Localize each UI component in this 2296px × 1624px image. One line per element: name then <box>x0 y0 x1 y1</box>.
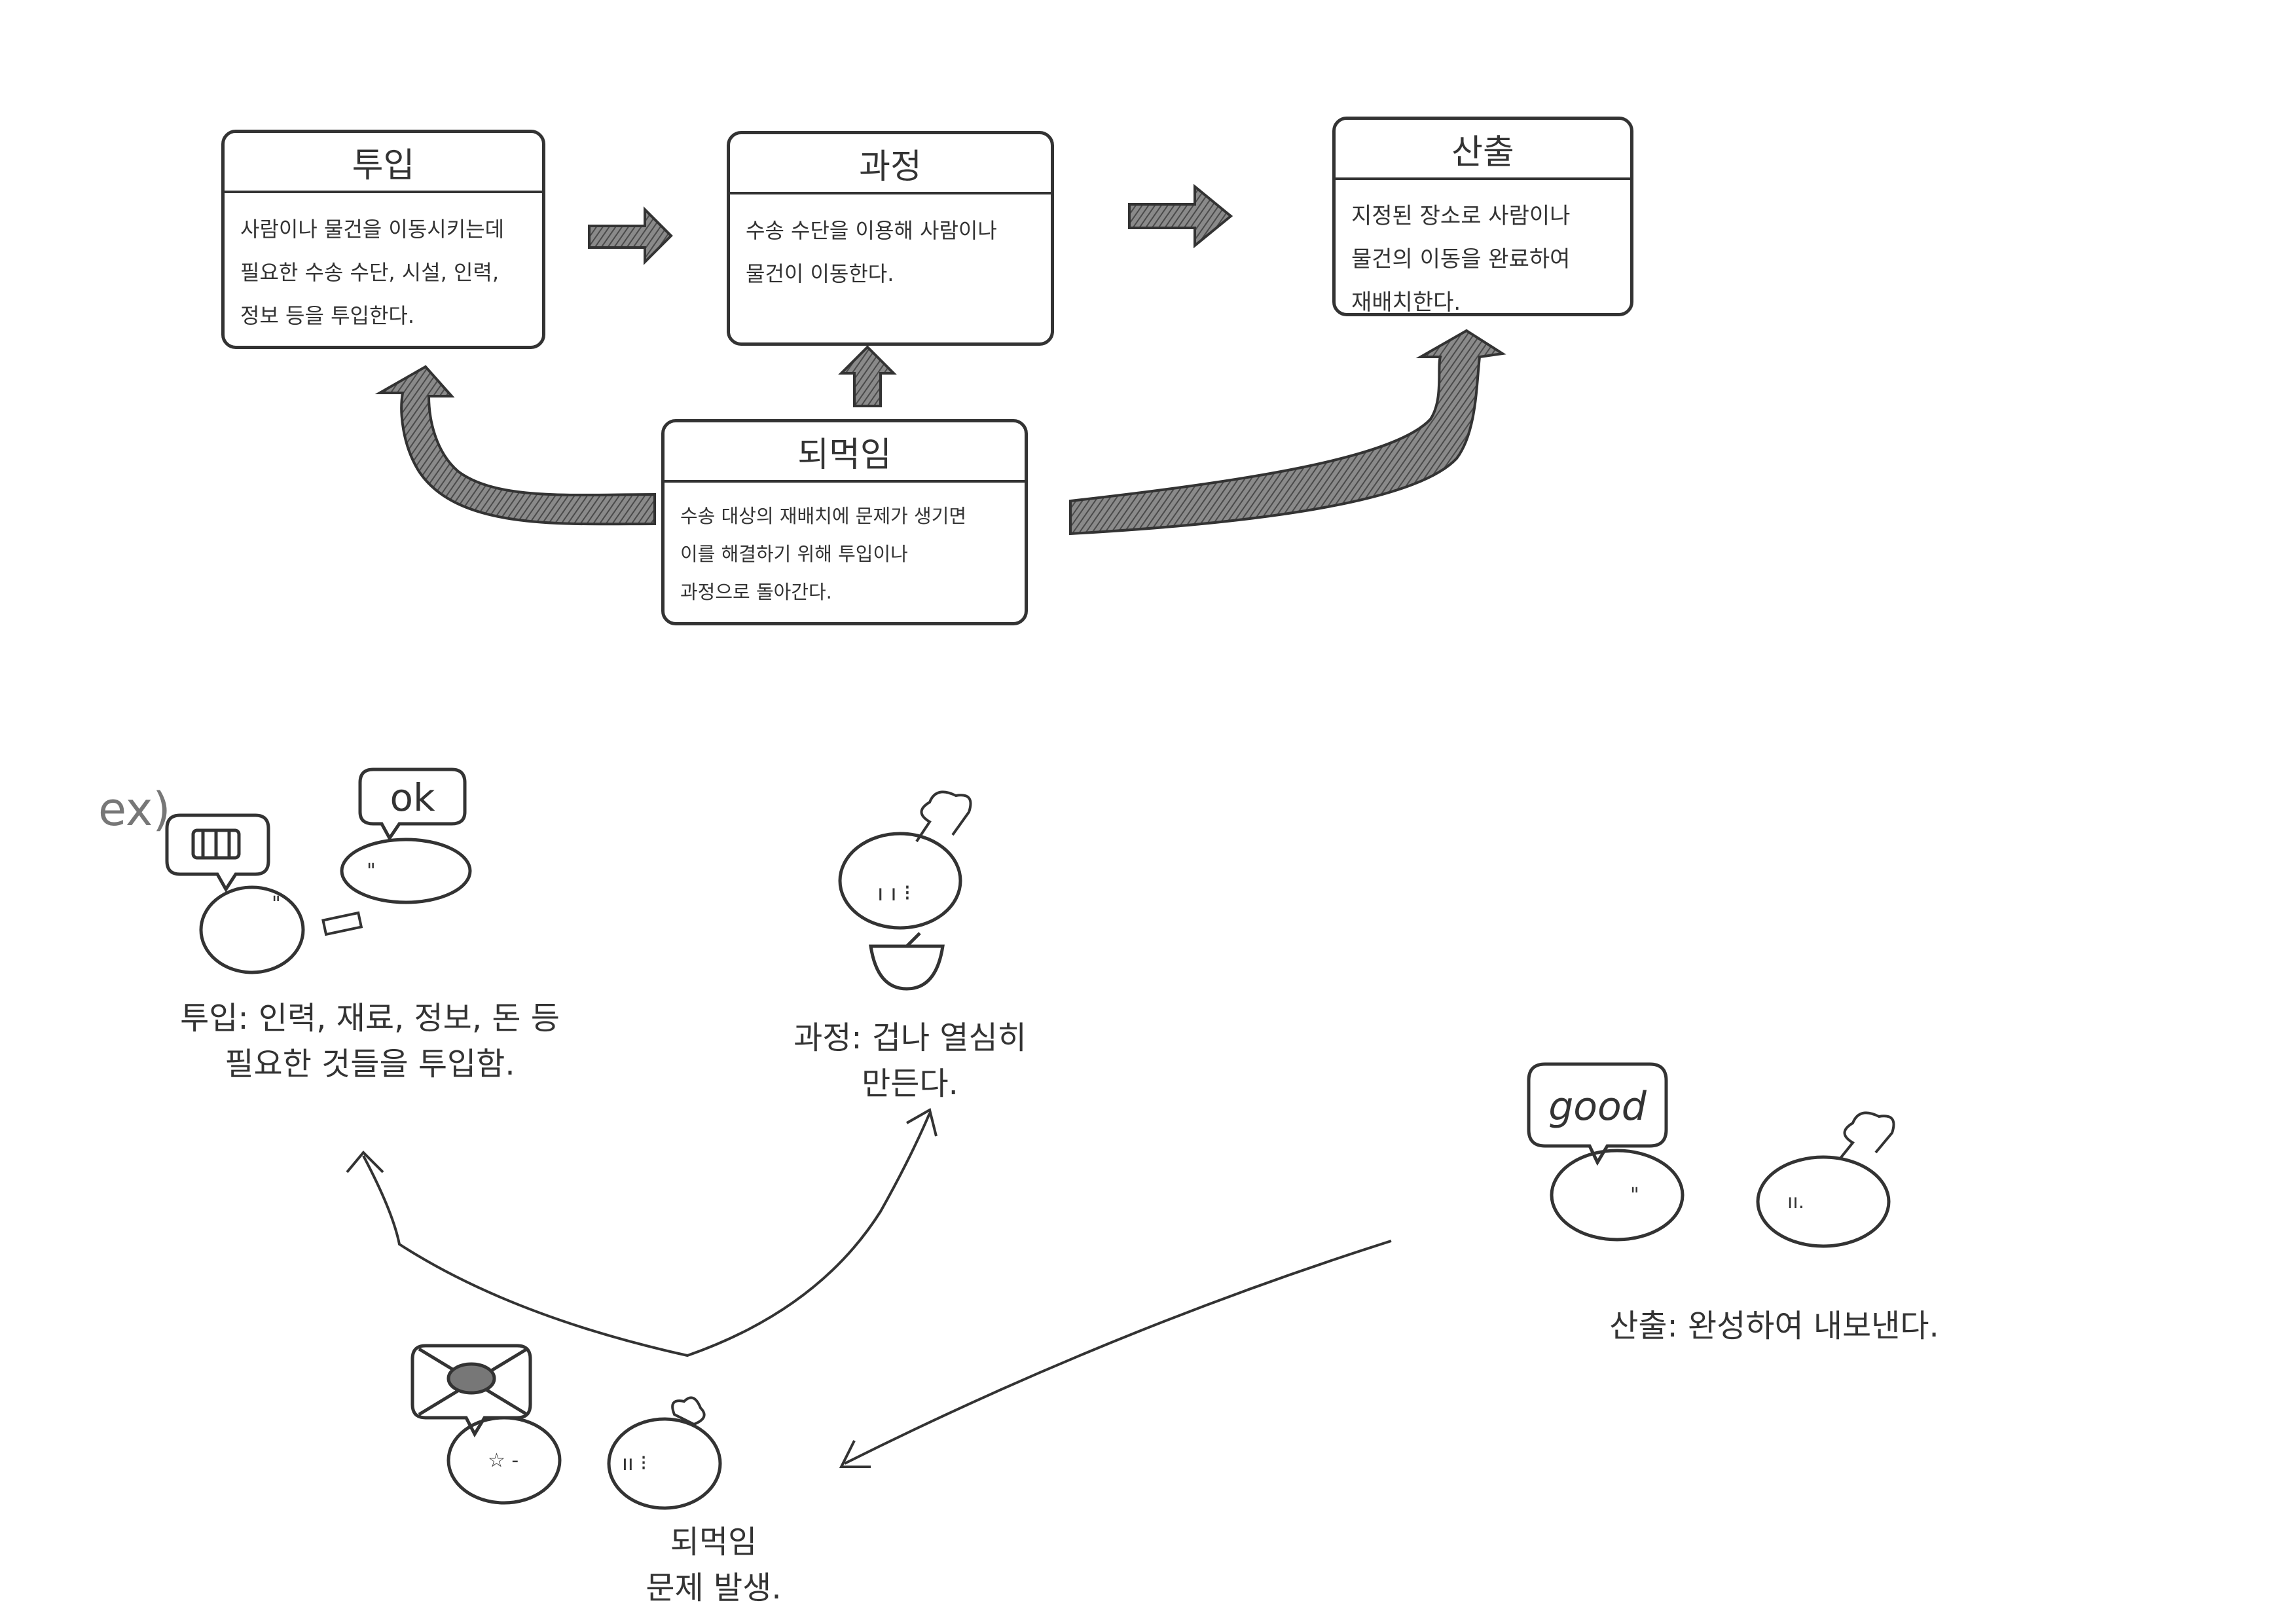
good-bubble-text: good <box>1548 1084 1647 1130</box>
input-caption: 투입: 인력, 재료, 정보, 돈 등 필요한 것들을 투입함. <box>180 1000 560 1082</box>
blob-character <box>607 1417 722 1510</box>
example-label: ex) <box>98 783 171 836</box>
line-arrow-feedback-branches <box>362 1113 931 1357</box>
output-box: 산출 지정된 장소로 사람이나 물건의 이동을 완료하여 재배치한다. <box>1332 117 1633 316</box>
arrow-feedback-to-input <box>374 365 656 526</box>
process-box-title: 과정 <box>730 134 1051 194</box>
output-caption: 산출: 완성하여 내보낸다. <box>1609 1308 1939 1344</box>
output-box-body: 지정된 장소로 사람이나 물건의 이동을 완료하여 재배치한다. <box>1351 203 1571 316</box>
output-box-title: 산출 <box>1336 120 1630 180</box>
arrow-feedback-to-process <box>838 345 897 407</box>
process-box-body: 수송 수단을 이용해 사람이나 물건이 이동한다. <box>746 218 997 286</box>
svg-text:": " <box>272 893 281 915</box>
bread-bubble-icon <box>165 813 270 893</box>
svg-text:ı ı ⁝: ı ı ⁝ <box>877 880 911 906</box>
feedback-caption: 되먹임 문제 발생. <box>646 1524 782 1606</box>
blob-character <box>446 1416 562 1505</box>
good-bubble <box>1527 1062 1668 1166</box>
feedback-box: 되먹임 수송 대상의 재배치에 문제가 생기면 이를 해결하기 위해 투입이나 … <box>661 419 1028 625</box>
feedback-box-title: 되먹임 <box>665 422 1025 483</box>
arrow-feedback-to-output <box>1069 329 1506 536</box>
bowl-icon <box>869 944 945 991</box>
feedback-box-body: 수송 대상의 재배치에 문제가 생기면 이를 해결하기 위해 투입이나 과정으로… <box>680 505 967 603</box>
line-arrow-output-to-feedback <box>844 1240 1392 1465</box>
chef-hat-icon <box>915 790 972 843</box>
arrow-input-to-process <box>588 206 673 265</box>
ok-bubble-text: ok <box>390 775 435 820</box>
input-box-body: 사람이나 물건을 이동시키는데 필요한 수송 수단, 시설, 인력, 정보 등을… <box>240 217 505 328</box>
process-caption: 과정: 겁나 열심히 만든다. <box>793 1020 1027 1102</box>
svg-text:ıı.: ıı. <box>1787 1190 1804 1213</box>
input-box-title: 투입 <box>225 133 542 193</box>
blob-character <box>1756 1155 1891 1248</box>
blob-character <box>1550 1149 1685 1242</box>
bandage-icon <box>671 1396 706 1426</box>
svg-text:ıı ⁝: ıı ⁝ <box>622 1450 647 1475</box>
input-box: 투입 사람이나 물건을 이동시키는데 필요한 수송 수단, 시설, 인력, 정보… <box>221 130 545 349</box>
svg-text:": " <box>1630 1184 1639 1207</box>
chef-hat-icon <box>1838 1111 1895 1160</box>
process-box: 과정 수송 수단을 이용해 사람이나 물건이 이동한다. <box>727 131 1054 346</box>
blob-character <box>838 832 962 930</box>
blob-character <box>199 885 305 974</box>
blob-character <box>340 838 472 904</box>
svg-text:☆ -: ☆ - <box>488 1449 519 1472</box>
ok-bubble <box>358 767 467 841</box>
money-icon <box>321 911 363 936</box>
svg-text:": " <box>367 860 376 883</box>
broken-bubble-icon <box>410 1344 532 1438</box>
arrow-process-to-output <box>1128 183 1233 249</box>
